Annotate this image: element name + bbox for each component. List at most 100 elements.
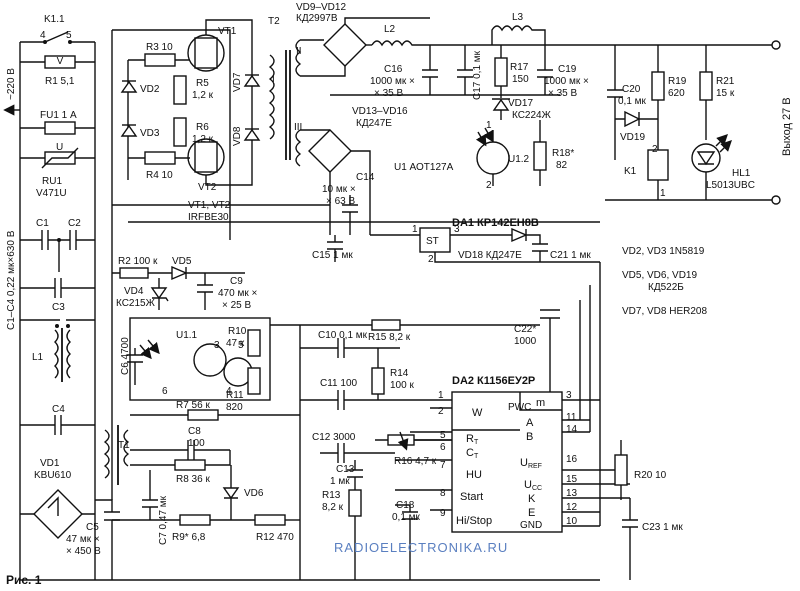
label-wi: I <box>272 74 275 85</box>
label-vd2: VD2 <box>140 84 160 95</box>
label-vd4: VD4 <box>124 286 144 297</box>
label-t2: T2 <box>268 16 280 27</box>
label-r18: R18* <box>552 148 574 159</box>
label-pin-w: W <box>472 407 483 419</box>
label-t1: T1 <box>118 440 130 451</box>
half-bridge <box>111 19 261 500</box>
label-c8v: 100 <box>188 438 205 449</box>
label-hl1: HL1 <box>732 168 751 179</box>
label-r12: R12 470 <box>256 532 294 543</box>
label-pin-b: B <box>526 431 533 443</box>
watermark: RADIOELECTRONIKA.RU <box>334 540 508 555</box>
label-pin-k: K <box>528 493 536 505</box>
label-c9u: × 25 В <box>222 300 252 311</box>
label-c9: C9 <box>230 276 243 287</box>
input-section: V <box>3 31 600 581</box>
label-c3: C3 <box>52 302 65 313</box>
label-r4: R4 10 <box>146 170 173 181</box>
label-vt12: VT1, VT2 <box>188 200 231 211</box>
label-k1c: K1 <box>624 166 637 177</box>
label-pin-hu: HU <box>466 469 482 481</box>
label-n5: 5 <box>440 430 446 441</box>
label-k1-pin4: 4 <box>40 30 46 41</box>
svg-text:V: V <box>57 56 64 67</box>
label-vd3: VD3 <box>140 128 160 139</box>
label-c18: C18 <box>396 500 415 511</box>
label-r18v: 82 <box>556 160 568 171</box>
label-n16: 16 <box>566 454 578 465</box>
label-u: U <box>56 142 63 153</box>
label-output: Выход 27 В <box>781 97 793 156</box>
label-c10: C10 0,1 мк <box>318 330 368 341</box>
label-c9v: 470 мк × <box>218 288 257 299</box>
label-pin-gnd: GND <box>520 520 542 531</box>
label-c16: C16 <box>384 64 403 75</box>
label-c16u: × 35 В <box>374 88 404 99</box>
label-c2: C2 <box>68 218 81 229</box>
label-c6: C6 4700 <box>120 337 131 375</box>
label-r3: R3 10 <box>146 42 173 53</box>
label-r14: R14 <box>390 368 409 379</box>
label-pin-pwc: PWC <box>508 402 531 413</box>
label-r5: R5 <box>196 78 209 89</box>
output-section <box>475 40 781 205</box>
label-k1-pin5: 5 <box>66 30 72 41</box>
label-st: ST <box>426 236 439 247</box>
label-n10: 10 <box>566 516 578 527</box>
label-pin-rt: RT <box>466 433 479 446</box>
legend-line-2: VD5, VD6, VD19 <box>622 270 697 281</box>
label-u11: U1.1 <box>176 330 198 341</box>
label-c15: C15 1 мк <box>312 250 353 261</box>
label-r1: R1 5,1 <box>45 76 75 87</box>
label-vd5: VD5 <box>172 256 192 267</box>
label-pin-e: E <box>528 507 535 519</box>
label-n13: 13 <box>566 488 578 499</box>
label-n14: 14 <box>566 424 578 435</box>
label-vd7: VD7 <box>232 72 243 92</box>
label-q3: 3 <box>214 340 220 351</box>
label-n15: 15 <box>566 474 578 485</box>
label-r19: R19 <box>668 76 687 87</box>
label-vt2: VT2 <box>198 182 217 193</box>
label-vd9: VD9–VD12 <box>296 2 346 13</box>
label-c11: C11 100 <box>320 378 358 389</box>
label-vd8: VD8 <box>232 126 243 146</box>
label-n11: 11 <box>566 412 577 423</box>
label-vd1: VD1 <box>40 458 60 469</box>
label-da1-pin1: 1 <box>412 224 418 235</box>
label-ru1: RU1 <box>42 176 62 187</box>
label-c19v: 1000 мк × <box>544 76 589 87</box>
label-c17: C17 0,1 мк <box>472 50 483 100</box>
label-r11: R11 <box>226 390 244 401</box>
label-c1c4: C1–C4 0,22 мк×630 В <box>6 230 17 330</box>
label-vd6: VD6 <box>244 488 264 499</box>
label-pin-a: A <box>526 417 534 429</box>
label-n6: 6 <box>440 442 446 453</box>
label-l2: L2 <box>384 24 396 35</box>
label-pin-hi: Hi/Stop <box>456 515 492 527</box>
label-c19u: × 35 В <box>548 88 578 99</box>
label-da1-pin2: 2 <box>428 254 434 265</box>
label-c20: C20 <box>622 84 641 95</box>
label-n3: 3 <box>566 390 572 401</box>
label-r19v: 620 <box>668 88 685 99</box>
label-wiii: III <box>294 122 302 133</box>
label-c1: C1 <box>36 218 49 229</box>
label-r17: R17 <box>510 62 529 73</box>
label-c7: C7 0,47 мк <box>158 495 169 545</box>
label-r7: R7 56 к <box>176 400 210 411</box>
label-vt1: VT1 <box>218 26 237 37</box>
label-r21v: 15 к <box>716 88 735 99</box>
label-vd13: VD13–VD16 <box>352 106 408 117</box>
label-n9: 9 <box>440 508 446 519</box>
label-c14: C14 <box>356 172 375 183</box>
label-r10: R10 <box>228 326 247 337</box>
legend-line-4: VD7, VD8 HER208 <box>622 306 707 317</box>
da1-regulator <box>112 195 600 263</box>
label-n1: 1 <box>438 390 444 401</box>
label-wii: II <box>296 46 302 57</box>
label-l5013: L5013UBC <box>706 180 755 191</box>
label-u12: U1.2 <box>508 154 530 165</box>
label-mains: ~220 В <box>6 68 17 100</box>
